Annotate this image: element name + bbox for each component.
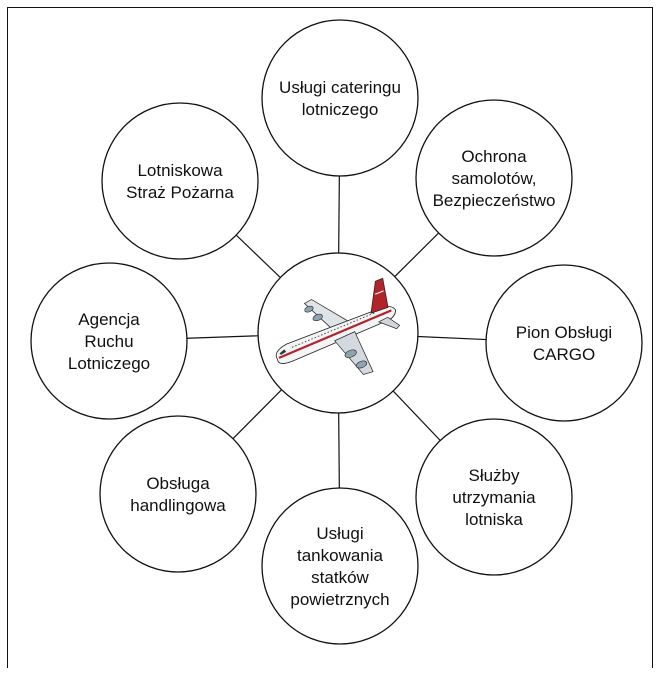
node-catering: Usługi cateringu lotniczego <box>261 19 419 177</box>
node-security: Ochrona samolotów, Bezpieczeństwo <box>415 99 573 257</box>
hub-node <box>257 252 419 414</box>
node-label-line: Ochrona <box>461 147 527 166</box>
node-label-line: Pion Obsługi <box>516 323 612 342</box>
node-label-line: CARGO <box>533 345 595 364</box>
node-handling: Obsługa handlingowa <box>99 415 257 573</box>
node-label-line: utrzymania <box>452 488 536 507</box>
node-label-line: Bezpieczeństwo <box>433 191 556 210</box>
node-label-line: Ruchu <box>84 332 133 351</box>
airplane-icon <box>275 277 401 375</box>
node-circle <box>415 99 573 257</box>
node-label-line: Służby <box>468 466 520 485</box>
node-label-line: Lotniczego <box>68 354 150 373</box>
node-label-line: Obsługa <box>146 474 210 493</box>
node-label-line: samolotów, <box>451 169 536 188</box>
node-circle <box>261 19 419 177</box>
node-label-line: Straż Pożarna <box>126 183 234 202</box>
node-label-line: Usługi cateringu <box>279 78 401 97</box>
node-label-line: tankowania <box>297 546 384 565</box>
diagram-frame <box>7 7 653 668</box>
node-label-line: statków <box>311 568 369 587</box>
node-circle <box>101 102 259 260</box>
node-circle <box>485 264 643 422</box>
node-label-line: Lotniskowa <box>137 161 223 180</box>
node-maintenance: Służby utrzymania lotniska <box>415 418 573 576</box>
node-fueling: Usługi tankowania statków powietrznych <box>261 487 419 645</box>
node-label-line: Agencja <box>78 310 140 329</box>
node-label-line: Usługi <box>316 524 363 543</box>
node-circle <box>30 262 188 420</box>
node-label-line: lotniczego <box>302 100 379 119</box>
node-label-line: handlingowa <box>130 496 226 515</box>
node-circle <box>99 415 257 573</box>
node-circle <box>261 487 419 645</box>
node-label-line: powietrznych <box>290 590 389 609</box>
node-label-line: lotniska <box>465 510 523 529</box>
node-circle <box>415 418 573 576</box>
